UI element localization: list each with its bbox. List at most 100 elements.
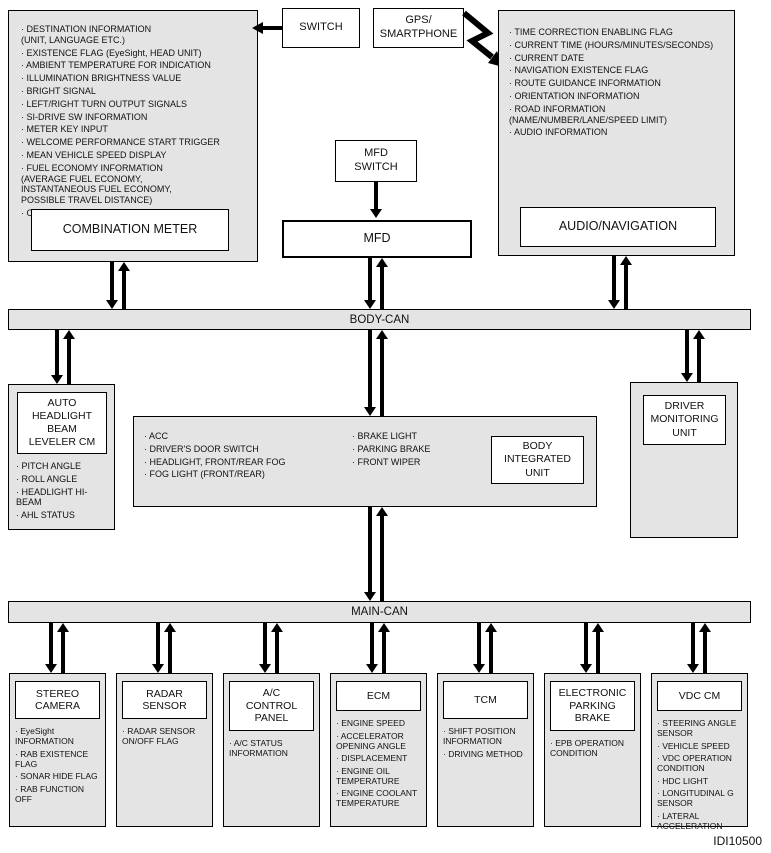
- list-item: LONGITUDINAL G SENSOR: [657, 788, 742, 808]
- list-item: SONAR HIDE FLAG: [15, 771, 100, 781]
- list-item: ROUTE GUIDANCE INFORMATION: [509, 78, 729, 89]
- list-item: VEHICLE SPEED: [657, 741, 742, 751]
- list-item: VDC OPERATION CONDITION: [657, 753, 742, 773]
- list-item: CURRENT DATE: [509, 53, 729, 64]
- radar-sensor-panel: RADAR SENSOR RADAR SENSOR ON/OFF FLAG: [116, 673, 213, 827]
- body-integrated-signal-list-left: ACC DRIVER'S DOOR SWITCH HEADLIGHT, FRON…: [144, 429, 349, 482]
- bodycan-to-mfd-arrow: [376, 258, 388, 309]
- bodycan-to-audio-navigation-arrow: [620, 256, 632, 309]
- combination-meter-signal-list: DESTINATION INFORMATION (UNIT, LANGUAGE …: [21, 22, 255, 221]
- list-item: LATERAL ACCELERATION: [657, 811, 742, 831]
- bodycan-to-combination-meter-arrow: [118, 262, 130, 309]
- maincan-to-body-integrated-arrow: [376, 507, 388, 601]
- figure-id-label: IDI10500: [713, 834, 762, 848]
- list-item: METER KEY INPUT: [21, 124, 255, 135]
- list-item: HEADLIGHT HI-BEAM: [16, 487, 110, 509]
- body-integrated-to-maincan-arrow: [364, 507, 376, 601]
- list-item: AUDIO INFORMATION: [509, 127, 729, 138]
- body-integrated-signal-list-right: BRAKE LIGHT PARKING BRAKE FRONT WIPER: [352, 429, 487, 469]
- list-item: MEAN VEHICLE SPEED DISPLAY: [21, 150, 255, 161]
- radar-sensor-label-box: RADAR SENSOR: [122, 681, 207, 719]
- list-item: WELCOME PERFORMANCE START TRIGGER: [21, 137, 255, 148]
- list-item: ORIENTATION INFORMATION: [509, 91, 729, 102]
- audio-navigation-label-box: AUDIO/NAVIGATION: [520, 207, 716, 247]
- list-item: FUEL ECONOMY INFORMATION (AVERAGE FUEL E…: [21, 163, 255, 206]
- stereo-camera-to-maincan-arrow: [57, 623, 69, 673]
- electronic-parking-brake-panel: ELECTRONIC PARKING BRAKE EPB OPERATION C…: [544, 673, 641, 827]
- list-item: RAB EXISTENCE FLAG: [15, 749, 100, 769]
- switch-arrow-left-head-icon: [252, 22, 263, 34]
- list-item: RAB FUNCTION OFF: [15, 784, 100, 804]
- audio-navigation-panel: TIME CORRECTION ENABLING FLAG CURRENT TI…: [498, 10, 735, 256]
- list-item: DRIVER'S DOOR SWITCH: [144, 444, 349, 455]
- list-item: PARKING BRAKE: [352, 444, 487, 455]
- radar-sensor-to-maincan-arrow: [164, 623, 176, 673]
- list-item: PITCH ANGLE: [16, 461, 110, 472]
- body-integrated-unit-panel: ACC DRIVER'S DOOR SWITCH HEADLIGHT, FRON…: [133, 416, 597, 507]
- combination-meter-label-box: COMBINATION METER: [31, 209, 229, 251]
- list-item: NAVIGATION EXISTENCE FLAG: [509, 65, 729, 76]
- bodycan-to-auto-headlight-arrow: [51, 330, 63, 384]
- mfd-node: MFD: [282, 220, 472, 258]
- list-item: HDC LIGHT: [657, 776, 742, 786]
- epb-to-maincan-arrow: [592, 623, 604, 673]
- list-item: A/C STATUS INFORMATION: [229, 738, 314, 758]
- list-item: ROLL ANGLE: [16, 474, 110, 485]
- list-item: ACCELERATOR OPENING ANGLE: [336, 731, 421, 751]
- ac-panel-to-maincan-arrow: [271, 623, 283, 673]
- vdc-to-maincan-arrow: [699, 623, 711, 673]
- ac-control-panel-label-box: A/C CONTROL PANEL: [229, 681, 314, 731]
- electronic-parking-brake-label-box: ELECTRONIC PARKING BRAKE: [550, 681, 635, 731]
- driver-monitoring-unit-panel: DRIVER MONITORING UNIT: [630, 382, 738, 538]
- ac-control-panel-panel: A/C CONTROL PANEL A/C STATUS INFORMATION: [223, 673, 320, 827]
- list-item: ENGINE SPEED: [336, 718, 421, 728]
- list-item: ROAD INFORMATION (NAME/NUMBER/LANE/SPEED…: [509, 104, 729, 126]
- combination-meter-to-bodycan-arrow: [106, 262, 118, 309]
- maincan-to-ecm-arrow: [366, 623, 378, 673]
- gps-smartphone-node: GPS/ SMARTPHONE: [373, 8, 464, 48]
- list-item: LEFT/RIGHT TURN OUTPUT SIGNALS: [21, 99, 255, 110]
- vdc-cm-panel: VDC CM STEERING ANGLE SENSOR VEHICLE SPE…: [651, 673, 748, 831]
- maincan-to-ac-panel-arrow: [259, 623, 271, 673]
- list-item: HEADLIGHT, FRONT/REAR FOG: [144, 457, 349, 468]
- tcm-panel: TCM SHIFT POSITION INFORMATION DRIVING M…: [437, 673, 534, 827]
- maincan-to-radar-sensor-arrow: [152, 623, 164, 673]
- stereo-camera-panel: STEREO CAMERA EyeSight INFORMATION RAB E…: [9, 673, 106, 827]
- bodycan-to-driver-monitoring-arrow: [681, 330, 693, 382]
- driver-monitoring-to-bodycan-arrow: [693, 330, 705, 382]
- list-item: BRIGHT SIGNAL: [21, 86, 255, 97]
- mfd-switch-to-mfd-arrow: [370, 182, 382, 218]
- list-item: FRONT WIPER: [352, 457, 487, 468]
- bodycan-to-body-integrated-arrow: [364, 330, 376, 416]
- auto-headlight-leveler-panel: AUTO HEADLIGHT BEAM LEVELER CM PITCH ANG…: [8, 384, 115, 530]
- main-can-bus-bar: MAIN-CAN: [8, 601, 751, 623]
- list-item: SI-DRIVE SW INFORMATION: [21, 112, 255, 123]
- tcm-to-maincan-arrow: [485, 623, 497, 673]
- driver-monitoring-label-box: DRIVER MONITORING UNIT: [643, 395, 726, 445]
- list-item: EyeSight INFORMATION: [15, 726, 100, 746]
- list-item: ENGINE OIL TEMPERATURE: [336, 766, 421, 786]
- list-item: RADAR SENSOR ON/OFF FLAG: [122, 726, 207, 746]
- list-item: AHL STATUS: [16, 510, 110, 521]
- maincan-to-epb-arrow: [580, 623, 592, 673]
- list-item: ACC: [144, 431, 349, 442]
- auto-headlight-to-bodycan-arrow: [63, 330, 75, 384]
- audio-navigation-to-bodycan-arrow: [608, 256, 620, 309]
- ecm-to-maincan-arrow: [378, 623, 390, 673]
- switch-arrow-line: [262, 26, 282, 30]
- list-item: CURRENT TIME (HOURS/MINUTES/SECONDS): [509, 40, 729, 51]
- list-item: SHIFT POSITION INFORMATION: [443, 726, 528, 746]
- list-item: BRAKE LIGHT: [352, 431, 487, 442]
- list-item: EPB OPERATION CONDITION: [550, 738, 635, 758]
- auto-headlight-signal-list: PITCH ANGLE ROLL ANGLE HEADLIGHT HI-BEAM…: [16, 459, 110, 523]
- tcm-label-box: TCM: [443, 681, 528, 719]
- list-item: TIME CORRECTION ENABLING FLAG: [509, 27, 729, 38]
- list-item: ENGINE COOLANT TEMPERATURE: [336, 788, 421, 808]
- list-item: DESTINATION INFORMATION (UNIT, LANGUAGE …: [21, 24, 255, 46]
- auto-headlight-leveler-label-box: AUTO HEADLIGHT BEAM LEVELER CM: [17, 392, 107, 454]
- body-integrated-to-bodycan-arrow: [376, 330, 388, 416]
- list-item: DISPLACEMENT: [336, 753, 421, 763]
- body-integrated-label-box: BODY INTEGRATED UNIT: [491, 436, 584, 484]
- combination-meter-panel: DESTINATION INFORMATION (UNIT, LANGUAGE …: [8, 10, 258, 262]
